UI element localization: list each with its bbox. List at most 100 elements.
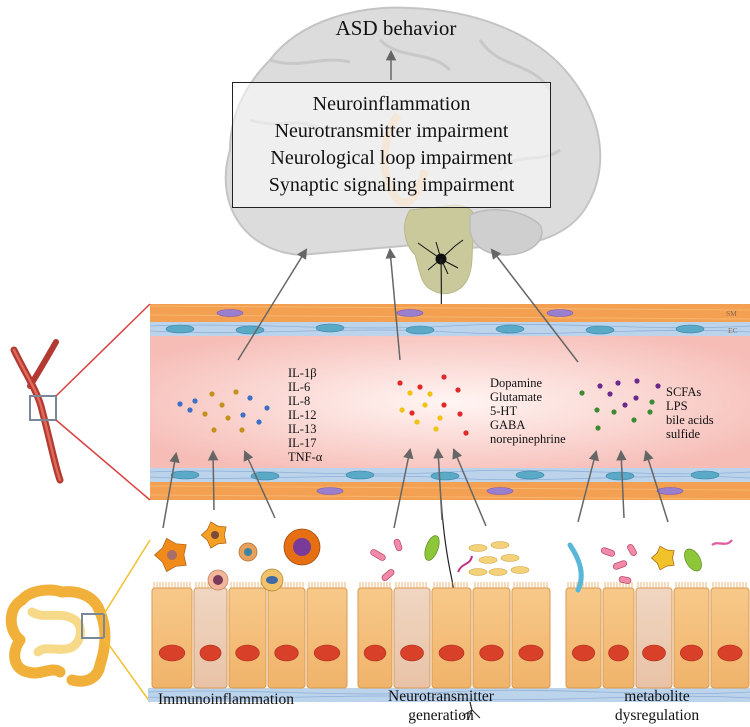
cell-microvilli <box>675 582 707 588</box>
effect-neurological-loop-impairment: Neurological loop impairment <box>270 147 513 169</box>
molecule-dot <box>422 402 428 408</box>
immune-cell-nucleus <box>293 538 311 556</box>
immune-cell-nucleus <box>213 575 223 585</box>
intestine-icon <box>5 539 151 703</box>
epithelial-cell <box>228 587 267 689</box>
bacterium <box>490 541 510 549</box>
molecule-dot <box>264 405 270 411</box>
cell-microvilli <box>308 582 346 588</box>
bacterium <box>612 560 628 570</box>
cell-microvilli <box>433 582 468 588</box>
molecule-dot <box>455 387 461 393</box>
molecule-dot <box>417 384 423 390</box>
metabolite-list: SCFAs LPS bile acids sulfide <box>666 385 714 441</box>
cell-nucleus <box>400 644 424 662</box>
cytokine-item: IL-8 <box>288 394 311 408</box>
molecule-dot <box>441 374 447 380</box>
molecule-dot <box>225 415 231 421</box>
vessel-ec-label: EC <box>728 326 738 335</box>
vessel-sm-label: SM <box>726 309 737 318</box>
molecule-dot <box>597 383 603 389</box>
flow-arrow <box>162 451 180 529</box>
metabolite-item: SCFAs <box>666 385 702 399</box>
cytokine-item: TNF-α <box>288 450 323 464</box>
molecule-dot <box>239 427 245 433</box>
flow-arrow <box>237 248 308 361</box>
bacterium <box>711 539 733 546</box>
molecule-dot <box>631 417 637 423</box>
epithelial-cell <box>151 587 193 689</box>
bacterium <box>500 554 520 562</box>
bacterium <box>567 542 584 593</box>
flow-arrow <box>385 247 401 361</box>
cell-nucleus <box>608 644 629 662</box>
diagram-title: ASD behavior <box>335 16 457 40</box>
cell-nucleus <box>642 644 666 662</box>
flow-arrow <box>616 449 627 519</box>
effect-neurotransmitter-impairment: Neurotransmitter impairment <box>274 120 509 142</box>
caption-metabolite-dysregulation: metabolite dysregulation <box>592 687 722 725</box>
cell-nucleus <box>479 644 504 662</box>
neurotransmitter-item: norepinephrine <box>490 432 566 446</box>
bacterium <box>478 556 498 564</box>
molecule-dot <box>441 402 447 408</box>
flow-arrow <box>452 448 487 527</box>
molecule-dot <box>433 426 439 432</box>
cell-microvilli <box>712 582 747 588</box>
cell-nucleus <box>313 644 341 662</box>
flow-arrows <box>162 247 669 529</box>
cytokine-list: IL-1β IL-6 IL-8 IL-12 IL-13 IL-17 TNF-α <box>288 366 322 464</box>
caption-line: generation <box>408 707 474 724</box>
molecule-dot <box>256 419 262 425</box>
cytokine-item: IL-12 <box>288 408 317 422</box>
molecule-dot <box>579 390 585 396</box>
cell-microvilli <box>567 582 599 588</box>
epithelial-cell <box>306 587 348 689</box>
flow-arrow <box>433 447 444 521</box>
bacterium <box>600 547 616 557</box>
molecule-dot <box>414 419 420 425</box>
molecule-dot <box>427 391 433 397</box>
caption-line: metabolite <box>624 688 690 705</box>
bacterium <box>370 549 386 561</box>
caption-line: dysregulation <box>614 707 700 724</box>
molecule-dot <box>595 425 601 431</box>
flow-arrow <box>393 447 414 529</box>
molecule-dot <box>177 401 183 407</box>
molecule-dot <box>634 378 640 384</box>
immune-cell-nucleus <box>167 550 177 560</box>
molecule-dot <box>211 427 217 433</box>
cell-microvilli <box>230 582 265 588</box>
bacterium <box>457 555 473 573</box>
blood-vessel-section <box>149 304 750 500</box>
bacterium <box>468 568 488 576</box>
cytokine-item: IL-1β <box>288 366 317 380</box>
molecule-dot <box>407 390 413 396</box>
immune-and-microbe-cells <box>153 521 733 593</box>
flow-arrow <box>643 449 669 523</box>
neurotransmitter-item: Glutamate <box>490 390 543 404</box>
cell-nucleus <box>438 644 465 662</box>
flow-arrow <box>243 450 276 519</box>
bacterium <box>650 545 675 571</box>
molecule-dot <box>615 380 621 386</box>
epithelial-cell <box>673 587 710 689</box>
cell-microvilli <box>513 582 548 588</box>
molecule-dot <box>233 389 239 395</box>
molecule-dot <box>209 391 215 397</box>
cell-nucleus <box>571 644 595 662</box>
molecule-dot <box>611 409 617 415</box>
metabolite-item: LPS <box>666 399 688 413</box>
flow-arrow <box>490 248 579 363</box>
vessel-icon <box>10 303 151 501</box>
molecule-dot <box>397 380 403 386</box>
cell-microvilli <box>395 582 427 588</box>
molecule-dot <box>622 402 628 408</box>
molecule-dots <box>177 374 661 436</box>
epithelial-cell <box>635 587 673 689</box>
cell-microvilli <box>359 582 391 588</box>
molecule-dot <box>409 410 415 416</box>
neurotransmitter-list: Dopamine Glutamate 5-HT GABA norepinephr… <box>490 376 566 446</box>
epithelium-basement <box>147 688 750 702</box>
bacterium <box>488 568 508 576</box>
